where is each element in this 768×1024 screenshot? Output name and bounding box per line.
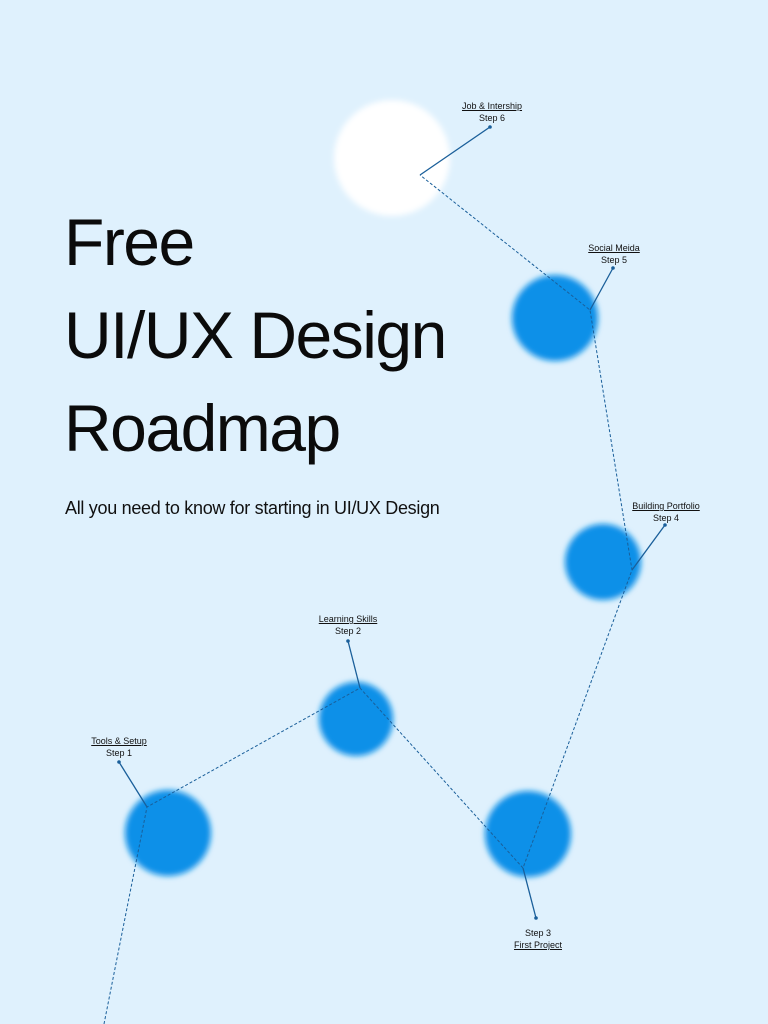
pointer-step-1	[117, 760, 148, 808]
page-title: Free UI/UX Design Roadmap	[64, 196, 447, 475]
pointer-step-4	[631, 523, 667, 571]
pointer-step-3	[522, 867, 538, 920]
node-step-4	[565, 524, 641, 600]
step-1-number: Step 1	[105, 748, 133, 758]
step-5-name: Social Meida	[588, 243, 640, 253]
label-step-6: Job & Intership Step 6	[462, 100, 522, 124]
step-6-number: Step 6	[478, 113, 506, 123]
node-step-3	[485, 791, 571, 877]
step-1-name: Tools & Setup	[91, 736, 147, 746]
node-step-5	[512, 275, 598, 361]
step-4-number: Step 4	[652, 513, 680, 523]
node-step-1	[125, 790, 211, 876]
pointer-step-6	[419, 125, 492, 176]
label-step-2: Learning Skills Step 2	[319, 613, 378, 637]
step-6-name: Job & Intership	[461, 101, 523, 111]
pointer-step-2	[346, 639, 361, 689]
node-step-2	[319, 682, 393, 756]
pointer-step-5	[589, 266, 615, 311]
step-3-number: Step 3	[524, 928, 552, 938]
step-4-name: Building Portfolio	[632, 501, 700, 511]
step-5-number: Step 5	[600, 255, 628, 265]
title-line-1: Free	[64, 205, 195, 279]
step-3-name: First Project	[513, 940, 563, 950]
title-line-3: Roadmap	[64, 391, 341, 465]
node-step-6	[334, 100, 450, 216]
label-step-1: Tools & Setup Step 1	[91, 735, 147, 759]
label-step-4: Building Portfolio Step 4	[632, 500, 700, 524]
page-subtitle: All you need to know for starting in UI/…	[65, 498, 440, 518]
step-2-number: Step 2	[334, 626, 362, 636]
label-step-5: Social Meida Step 5	[588, 242, 640, 266]
title-line-2: UI/UX Design	[64, 298, 447, 372]
label-step-3: Step 3 First Project	[514, 927, 562, 951]
step-2-name: Learning Skills	[318, 614, 378, 624]
